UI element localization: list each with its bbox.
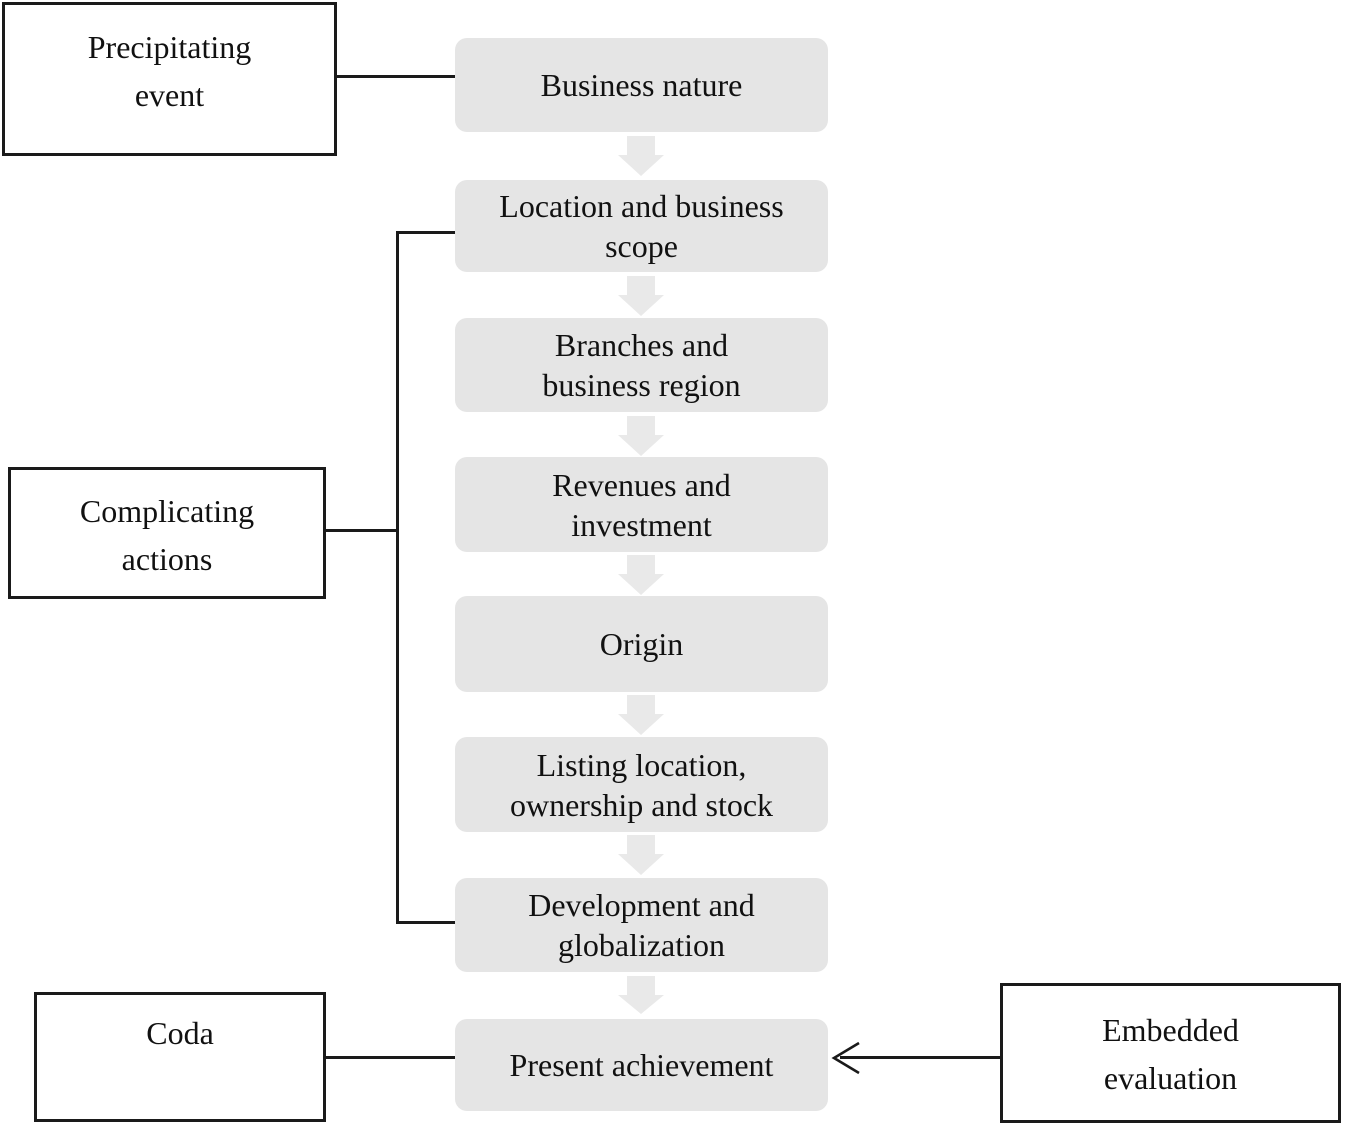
- flow-step-revenues-and-investment: Revenues and investment: [455, 457, 828, 552]
- connector-complicating-to-bracket: [326, 529, 397, 532]
- label-box-embedded-evaluation: Embedded evaluation: [1000, 983, 1341, 1123]
- bracket-bottom-connector: [397, 921, 455, 924]
- left-arrowhead-icon: [831, 1041, 860, 1075]
- bracket-vertical-line: [396, 231, 399, 924]
- flow-step-location-and-business-scope: Location and business scope: [455, 180, 828, 272]
- bracket-top-connector: [397, 231, 455, 234]
- down-arrow-icon: [618, 555, 664, 595]
- down-arrow-icon: [618, 695, 664, 735]
- down-arrow-icon: [618, 136, 664, 176]
- flow-step-origin: Origin: [455, 596, 828, 692]
- connector-embedded-evaluation-line: [840, 1056, 1000, 1059]
- down-arrow-icon: [618, 976, 664, 1014]
- flow-step-business-nature: Business nature: [455, 38, 828, 132]
- down-arrow-icon: [618, 416, 664, 456]
- connector-precipitating-to-business-nature: [337, 75, 455, 78]
- label-box-complicating-actions: Complicating actions: [8, 467, 326, 599]
- flow-step-branches-and-business-region: Branches and business region: [455, 318, 828, 412]
- label-box-coda: Coda: [34, 992, 326, 1122]
- flow-step-development-and-globalization: Development and globalization: [455, 878, 828, 972]
- down-arrow-icon: [618, 835, 664, 875]
- down-arrow-icon: [618, 276, 664, 316]
- flow-step-present-achievement: Present achievement: [455, 1019, 828, 1111]
- flow-step-listing-location-ownership-and-stock: Listing location, ownership and stock: [455, 737, 828, 832]
- label-box-precipitating-event: Precipitating event: [2, 2, 337, 156]
- connector-coda-to-present-achievement: [326, 1056, 455, 1059]
